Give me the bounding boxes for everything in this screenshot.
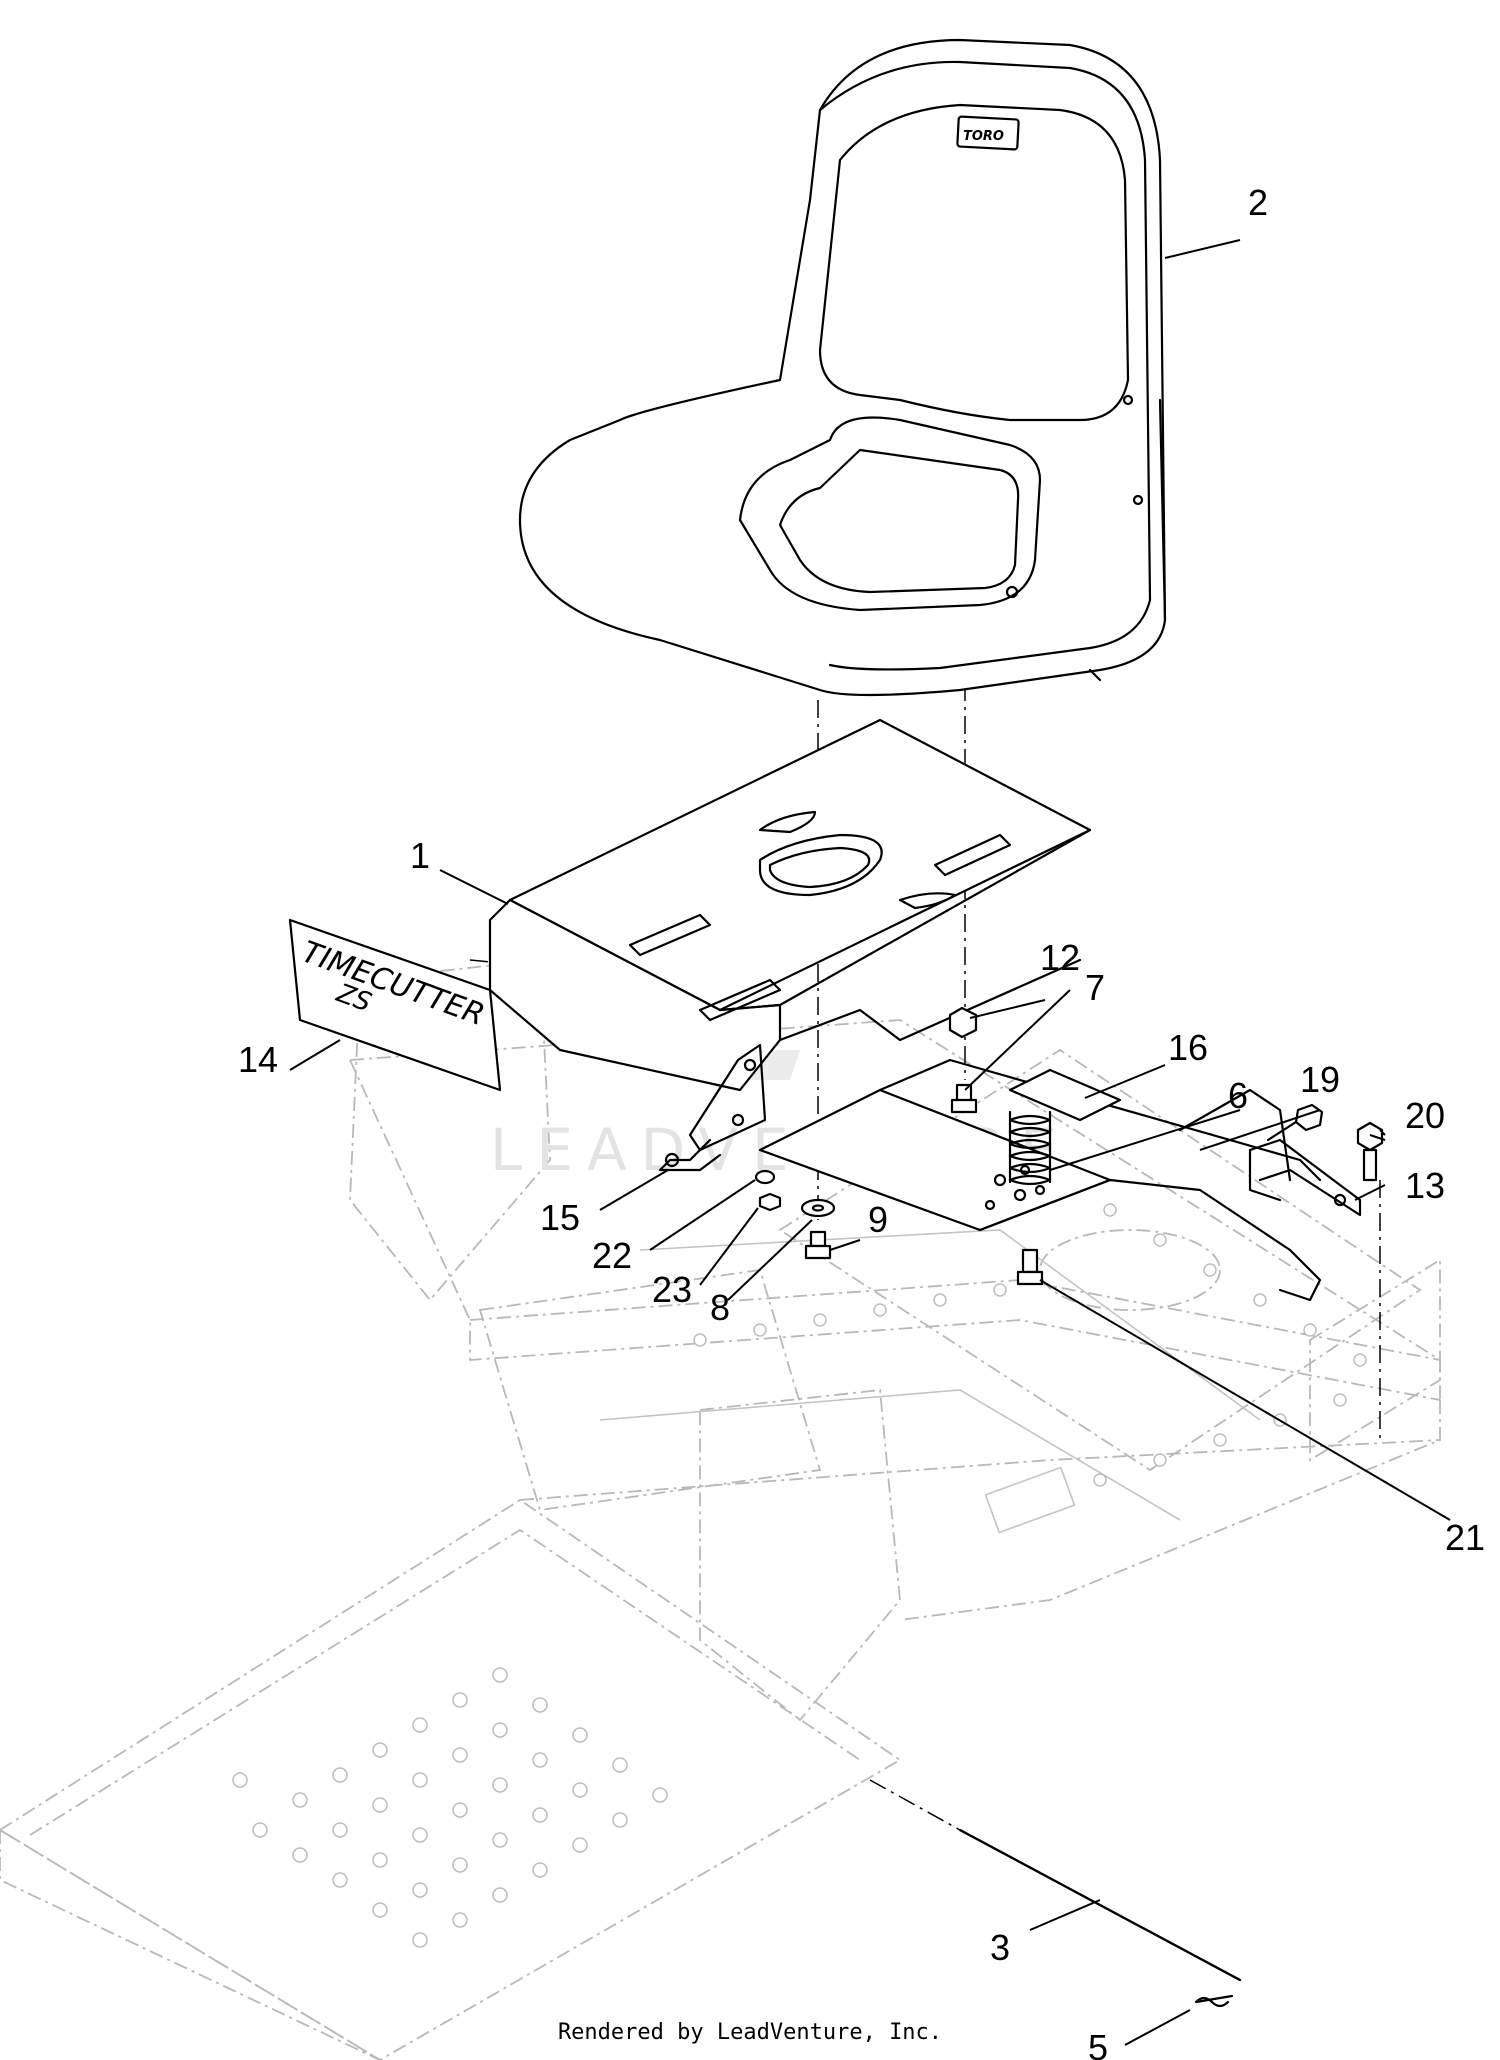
callouts: 2 1 14 12 7 16 6 19 20 13 15 22 23 8 9 2… bbox=[238, 182, 1485, 2060]
callout-21: 21 bbox=[1445, 1517, 1485, 1558]
callout-7: 7 bbox=[1085, 967, 1105, 1008]
callout-5: 5 bbox=[1088, 2027, 1108, 2060]
hardware bbox=[658, 1006, 1384, 2008]
callout-15: 15 bbox=[540, 1197, 580, 1238]
seat: TORO bbox=[518, 38, 1167, 697]
mount-plate-assembly bbox=[758, 1058, 1362, 1302]
spring bbox=[1008, 1110, 1052, 1186]
callout-16: 16 bbox=[1168, 1027, 1208, 1068]
callout-8: 8 bbox=[710, 1287, 730, 1328]
callout-14: 14 bbox=[238, 1039, 278, 1080]
callout-1: 1 bbox=[410, 835, 430, 876]
callout-6: 6 bbox=[1228, 1075, 1248, 1116]
callout-19: 19 bbox=[1300, 1059, 1340, 1100]
callout-22: 22 bbox=[592, 1235, 632, 1276]
callout-9: 9 bbox=[868, 1199, 888, 1240]
callout-12: 12 bbox=[1040, 937, 1080, 978]
timecutter-decal: TIMECUTTER ZS bbox=[288, 918, 502, 1092]
callout-23: 23 bbox=[652, 1269, 692, 1310]
seat-pan bbox=[488, 718, 1092, 1152]
leader-lines bbox=[289, 239, 1451, 2046]
callout-13: 13 bbox=[1405, 1165, 1445, 1206]
render-credit: Rendered by LeadVenture, Inc. bbox=[557, 2020, 943, 2045]
callout-2: 2 bbox=[1248, 182, 1268, 223]
callout-20: 20 bbox=[1405, 1095, 1445, 1136]
callout-3: 3 bbox=[990, 1927, 1010, 1968]
foot-deck-holes bbox=[232, 1667, 668, 1948]
seat-badge-text: TORO bbox=[963, 129, 1004, 144]
